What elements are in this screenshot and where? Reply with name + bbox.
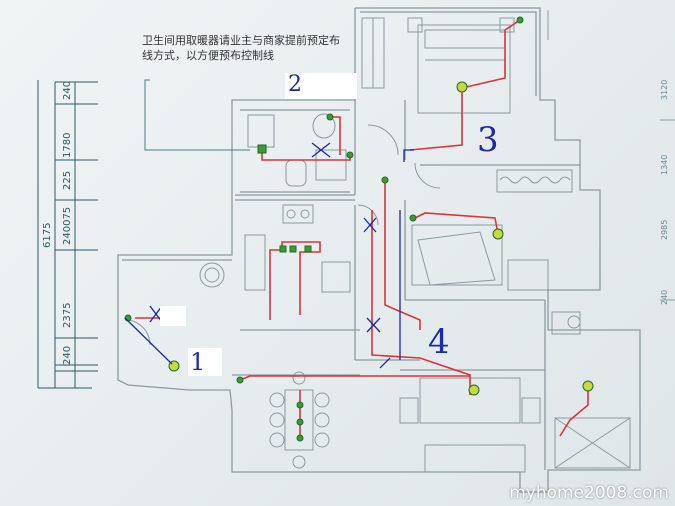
marker-3: 3	[477, 120, 499, 160]
label-patch-1	[188, 348, 222, 376]
right-dim-2985: 2985	[660, 219, 669, 240]
dim-240-top: 240	[62, 80, 73, 100]
note-leader-line	[144, 79, 250, 151]
label-patch-x	[160, 306, 186, 326]
dim-2375: 2375	[62, 302, 73, 328]
furniture	[127, 17, 631, 473]
right-dim-240: 240	[660, 289, 669, 305]
dimension-chain	[37, 80, 98, 389]
right-dim-3120: 3120	[660, 79, 669, 100]
walls	[117, 7, 641, 493]
light-fixtures	[124, 16, 594, 442]
marker-1: 1	[190, 348, 206, 376]
label-patch-2	[285, 73, 357, 99]
dim-240075: 240075	[62, 206, 73, 245]
margin-marks	[547, 10, 675, 301]
right-dim-1340: 1340	[660, 154, 669, 175]
electrical-wiring	[135, 19, 589, 440]
dim-240-bottom: 240	[62, 345, 73, 365]
heater-wiring-note: 卫生间用取暖器请业主与商家提前预定布线方式，以方便预布控制线	[142, 34, 340, 62]
dim-1780: 1780	[62, 132, 73, 158]
dim-225: 225	[62, 170, 73, 190]
marker-4: 4	[428, 322, 450, 362]
marker-2: 2	[288, 72, 302, 97]
site-watermark: myhome2008.com	[509, 483, 669, 503]
dim-6175: 6175	[42, 222, 53, 248]
